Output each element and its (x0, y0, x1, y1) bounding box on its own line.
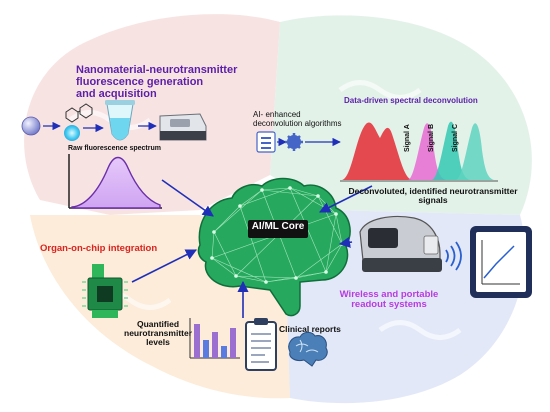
quantified-line3: levels (146, 337, 170, 348)
quantified-line1: Quantified (136, 319, 180, 329)
signal-c-peak (456, 123, 494, 180)
flow-arrows (131, 179, 373, 318)
gear-icon (285, 133, 303, 151)
data-driven-label: Data-driven spectral deconvolution (344, 96, 478, 105)
nanoparticle-icon (21, 116, 41, 136)
clinical-label: Clinical reports (279, 324, 341, 334)
nano-title-line1: Nanomaterial-neurotransmitter (76, 64, 238, 76)
ai-algorithm-line2: deconvolution algorithms (253, 118, 342, 128)
ai-algorithm-label: AI- enhanced deconvolution algorithms (253, 110, 342, 128)
deconvoluted-label: Deconvoluted, identified neurotransmitte… (338, 186, 528, 206)
deconvoluted-line2: signals (418, 195, 448, 206)
algorithm-icons (256, 131, 341, 153)
overlap-peak (342, 122, 412, 180)
ai-algorithm-line1: AI- enhanced (253, 110, 301, 119)
signal-b-peak (432, 121, 470, 180)
clipboard-icon (245, 318, 277, 371)
arrow-peaks-to-core (318, 185, 373, 213)
portable-device-icon (359, 215, 442, 272)
signal-b-label: Signal B (428, 123, 435, 152)
tablet-icon (470, 226, 532, 298)
spectrometer-icon (159, 113, 207, 141)
arrow-organ-to-core (131, 249, 198, 283)
brain-icon (288, 331, 328, 367)
wireless-line2: readout systems (351, 299, 427, 311)
bar-chart-icon (189, 318, 240, 359)
deconvoluted-line1: Deconvoluted, identified neurotransmitte… (348, 186, 518, 196)
wireless-label: Wireless and portable readout systems (330, 289, 448, 311)
glowing-nanoparticle-icon (64, 125, 80, 141)
arrow-device-to-core (338, 236, 353, 248)
raw-spectrum-curve (71, 156, 161, 209)
organ-label: Organ-on-chip integration (40, 243, 158, 254)
raw-spectrum-plot (68, 154, 162, 209)
signal-c-label: Signal C (452, 123, 459, 152)
acquisition-chain (21, 100, 207, 141)
nano-title-line3: and acquisition (76, 87, 157, 100)
ai-brain-icon (197, 177, 351, 317)
quantified-line2: neurotransmitter (124, 328, 193, 339)
test-tube-icon (105, 100, 135, 141)
nano-title-line2: fluorescence generation (76, 75, 204, 88)
wireless-icon (445, 241, 462, 271)
wireless-line1: Wireless and portable (339, 289, 439, 300)
deconvolution-peaks (340, 121, 498, 182)
quantified-label: Quantified neurotransmitter levels (124, 319, 193, 348)
algorithm-icon (256, 131, 276, 153)
arrow-raw-to-core (161, 179, 214, 217)
core-label: AI/ML Core (251, 221, 305, 232)
organ-chip-icon (82, 264, 128, 318)
signal-a-peak (408, 123, 446, 180)
nano-title: Nanomaterial-neurotransmitter fluorescen… (76, 64, 238, 101)
raw-spectrum-label: Raw fluorescence spectrum (68, 145, 161, 152)
signal-a-label: Signal A (404, 124, 411, 152)
molecule-icon (65, 103, 93, 123)
